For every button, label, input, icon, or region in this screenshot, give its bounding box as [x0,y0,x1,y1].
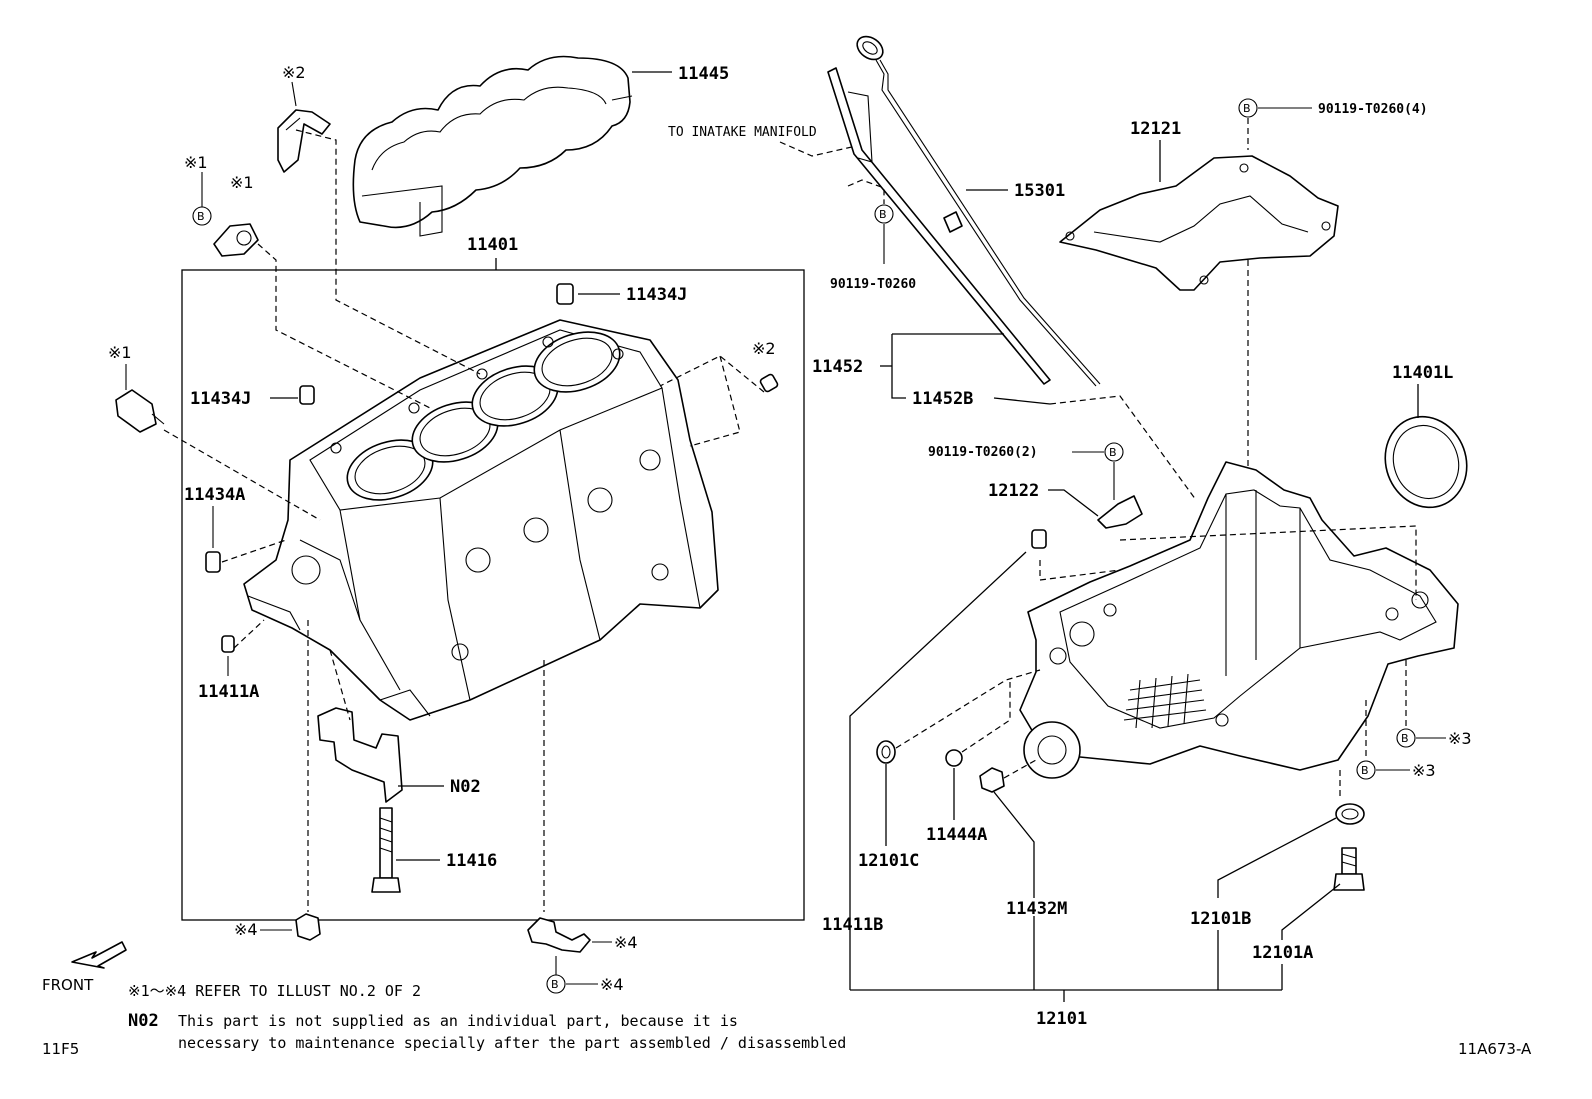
label-11432M[interactable]: 11432M [1006,899,1067,919]
label-11411B[interactable]: 11411B [822,915,883,935]
svg-text:B: B [197,210,205,223]
label-11434J-left[interactable]: 11434J [190,389,251,409]
illustration-code: 11A673-A [1458,1040,1532,1058]
label-11452B[interactable]: 11452B [912,389,973,409]
label-11416[interactable]: 11416 [446,851,497,871]
oil-jet-part [527,917,591,953]
mark-1-a: ※1 [184,153,208,172]
label-12101A[interactable]: 12101A [1252,943,1313,963]
label-11434J-top[interactable]: 11434J [626,285,687,305]
label-12101C[interactable]: 12101C [858,851,919,871]
refer-note: ※1～※4 REFER TO ILLUST NO.2 OF 2 [128,982,421,1000]
bolt-b-marker-pan: B [1104,442,1124,462]
baffle-plate-12121 [1059,155,1339,291]
drain-plug-12101A [1333,847,1365,891]
callout-to-intake: TO INATAKE MANIFOLD [668,125,817,140]
pin-11434J-top [556,283,574,305]
bearing-cap-N02 [317,707,403,803]
n02-note-line2: necessary to maintenance specially after… [178,1034,846,1052]
oil-pan-12101 [1019,461,1459,779]
svg-text:B: B [1109,446,1117,459]
oil-pressure-switch-part [115,389,165,433]
bracket-12122 [1097,495,1143,529]
label-90119-T0260-2[interactable]: 90119-T0260(2) [928,445,1038,460]
label-15301[interactable]: 15301 [1014,181,1065,201]
bolt-b-marker-3b: B [1356,760,1376,780]
clip-part [277,109,331,173]
bolt-11416 [371,807,401,893]
label-11452[interactable]: 11452 [812,357,863,377]
bolt-b-marker: B [192,206,212,226]
cylinder-block [243,319,719,721]
front-label: FRONT [42,976,94,994]
bolt-b-marker-mid: B [874,204,894,224]
svg-text:B: B [551,978,559,991]
oil-seal-11401L [1384,415,1468,509]
bolt-b-marker-lower: B [546,974,566,994]
dipstick-guide-11452 [827,67,1051,385]
label-11445[interactable]: 11445 [678,64,729,84]
mark-3-b: ※3 [1412,761,1436,780]
label-11401L[interactable]: 11401L [1392,363,1453,383]
block-frame [181,269,805,921]
label-90119-T0260-4[interactable]: 90119-T0260(4) [1318,102,1428,117]
mark-2-top: ※2 [282,63,306,82]
svg-text:B: B [1361,764,1369,777]
label-12101B[interactable]: 12101B [1190,909,1251,929]
label-12101[interactable]: 12101 [1036,1009,1087,1029]
svg-text:B: B [1243,102,1251,115]
bolt-b-marker-3a: B [1396,728,1416,748]
n02-note-line1: This part is not supplied as an individu… [178,1012,738,1030]
label-12121[interactable]: 12121 [1130,119,1181,139]
front-arrow-icon [71,941,127,969]
pin-11434J-left [299,385,315,405]
dipstick-15301 [856,35,1101,387]
mark-4-c: ※4 [600,975,624,994]
bolt-b-marker-top-right: B [1238,98,1258,118]
mark-2-right: ※2 [752,339,776,358]
label-11444A[interactable]: 11444A [926,825,987,845]
svg-text:B: B [879,208,887,221]
label-11411A[interactable]: 11411A [198,682,259,702]
insulator-11445 [352,55,633,237]
mark-1-b: ※1 [230,173,254,192]
label-11401[interactable]: 11401 [467,235,518,255]
n02-note-label: N02 [128,1011,159,1031]
mark-1-c: ※1 [108,343,132,362]
mark-4-a: ※4 [234,920,258,939]
label-90119-T0260[interactable]: 90119-T0260 [830,277,916,292]
knock-sensor-part [213,223,259,257]
dashed-guide-1 [295,129,481,375]
label-11434A[interactable]: 11434A [184,485,245,505]
mark-3-a: ※3 [1448,729,1472,748]
label-12122[interactable]: 12122 [988,481,1039,501]
mark-4-b: ※4 [614,933,638,952]
page-code: 11F5 [42,1040,79,1058]
svg-text:B: B [1401,732,1409,745]
label-N02[interactable]: N02 [450,777,481,797]
